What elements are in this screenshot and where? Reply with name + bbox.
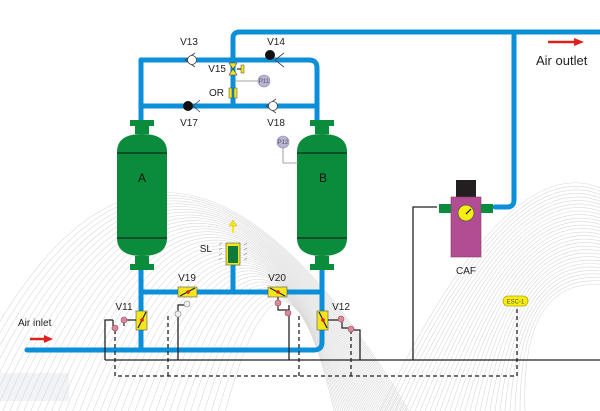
pilot-solenoids <box>111 297 355 333</box>
filter-caf[interactable]: CAF <box>439 180 493 277</box>
tank-a: A <box>117 120 167 270</box>
v11-label: V11 <box>115 302 132 313</box>
tank-a-label: A <box>138 171 146 185</box>
valve-v15[interactable]: V15 <box>208 62 245 76</box>
p11-label: P11 <box>259 79 270 85</box>
air-inlet-label: Air inlet <box>18 318 52 329</box>
v20-label: V20 <box>268 273 286 284</box>
controller-esc1[interactable]: ESC-1 <box>502 295 529 307</box>
orifice-or: OR <box>209 87 238 99</box>
caf-label: CAF <box>456 266 476 277</box>
pilot-lines-dashed <box>114 305 518 377</box>
background-pattern <box>0 182 600 411</box>
silencer-sl: SL <box>200 219 248 266</box>
check-valve-v13[interactable]: V13 <box>180 37 198 68</box>
inlet-arrow-icon <box>30 335 53 343</box>
pipe-outlet-line <box>230 29 600 63</box>
p12-label: P12 <box>278 140 289 146</box>
check-valve-v17[interactable]: V17 <box>180 99 201 129</box>
v15-label: V15 <box>208 64 226 75</box>
tank-b: B <box>297 120 347 270</box>
v18-label: V18 <box>267 118 285 129</box>
sensor-p12: P12 <box>276 135 298 164</box>
sensor-p11: P11 <box>233 74 271 88</box>
v17-label: V17 <box>180 118 198 129</box>
v19-label: V19 <box>178 273 196 284</box>
valve-v19[interactable]: V19 <box>177 273 198 298</box>
or-label: OR <box>209 88 224 99</box>
air-outlet-label: Air outlet <box>536 53 588 68</box>
check-valve-v14[interactable]: V14 <box>265 37 285 68</box>
v12-label: V12 <box>332 302 350 313</box>
sl-label: SL <box>200 244 213 255</box>
check-valve-v18[interactable]: V18 <box>265 98 285 129</box>
v14-label: V14 <box>267 37 285 48</box>
pipe-network <box>24 29 600 353</box>
pipe-outlet-drop <box>492 29 517 210</box>
v13-label: V13 <box>180 37 198 48</box>
outlet-arrow-icon <box>548 38 584 46</box>
pipe-top-header <box>138 57 320 128</box>
tank-b-label: B <box>319 171 327 185</box>
esc1-label: ESC-1 <box>507 300 525 306</box>
